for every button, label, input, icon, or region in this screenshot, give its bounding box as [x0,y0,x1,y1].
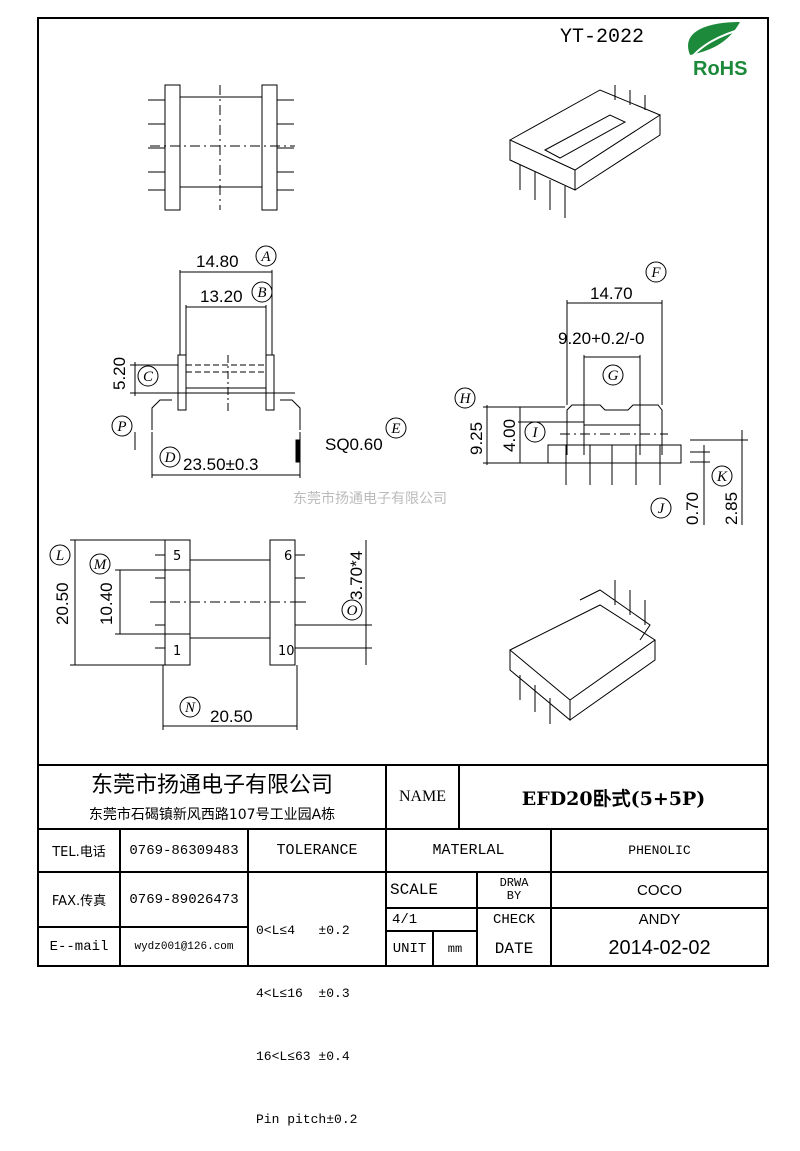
check-value: ANDY [638,911,681,928]
svg-text:M: M [93,557,108,573]
dimension-g: 9.20+0.2/-0 [558,329,645,348]
drawn-by-value: COCO [637,881,682,899]
check-label: CHECK [492,911,535,928]
dimension-f: 14.70 [590,284,633,303]
tolerance-row: 16<L≤63 ±0.4 [256,1049,350,1064]
dimension-k: 2.85 [722,492,741,525]
tolerance-row: Pin pitch±0.2 [256,1112,358,1127]
svg-text:A: A [260,249,271,265]
company-address: 东莞市石碣镇新风西路107号工业园A栋 [88,807,336,823]
pin-number-6: 6 [284,549,292,564]
drawing-sheet: YT-2022 RoHS 14.80 [37,17,769,967]
date-label: DATE [494,939,534,958]
dimension-e: SQ0.60 [325,435,383,454]
callout-labels [49,245,733,718]
dimension-n: 20.50 [210,707,253,726]
svg-text:G: G [608,368,619,384]
dimension-i: 4.00 [500,419,519,452]
watermark: 东莞市扬通电子有限公司 [293,490,447,507]
unit-label: UNIT [392,940,427,957]
callout-letters: A B C D E F G H I J K L M N O P [55,249,728,716]
rohs-logo: RoHS [687,22,747,80]
top-view-drawing [148,84,295,211]
svg-text:K: K [716,469,728,485]
drawn-by-label: DRWA BY [499,876,529,903]
dimension-b: 13.20 [200,287,243,306]
material-value: PHENOLIC [628,843,691,858]
svg-text:E: E [390,421,400,437]
dimension-d: 23.50±0.3 [183,455,259,474]
fax-label: FAX.传真 [51,894,107,909]
tolerance-table: 0<L≤4 ±0.2 4<L≤16 ±0.3 16<L≤63 ±0.4 Pin … [256,878,386,1151]
isometric-view-top [508,85,662,218]
part-name: EFD20卧式(5+5P) [521,787,706,810]
svg-text:F: F [650,265,661,281]
title-block-grid [38,764,768,966]
svg-text:J: J [658,501,666,517]
unit-value: mm [447,941,463,956]
scale-value: 4/1 [392,911,418,928]
email-value: wydz001@126.com [134,940,234,953]
svg-text:D: D [164,450,176,466]
pin-number-1: 1 [173,644,181,659]
isometric-view-bottom [509,580,656,724]
dimension-o: 3.70*4 [347,551,366,600]
svg-text:P: P [116,419,126,435]
tel-label: TEL.电话 [52,845,106,860]
company-name: 东莞市扬通电子有限公司 [90,773,333,798]
dimension-h: 9.25 [467,422,486,455]
pin-number-10: 10 [278,644,295,659]
dimension-a: 14.80 [196,252,239,271]
dimension-l: 20.50 [53,582,72,625]
svg-text:C: C [143,369,154,385]
tel-value: 0769-86309483 [129,842,239,859]
tolerance-row: 0<L≤4 ±0.2 [256,923,350,938]
svg-text:O: O [347,603,358,619]
svg-text:N: N [184,700,196,716]
model-code: YT-2022 [560,26,644,49]
sheet-border [37,17,769,967]
tolerance-label: TOLERANCE [276,842,358,859]
side-view-drawing [130,270,301,478]
tolerance-row: 4<L≤16 ±0.3 [256,986,350,1001]
svg-text:I: I [532,425,539,441]
scale-label: SCALE [390,881,439,899]
bottom-view-drawing [70,539,372,730]
dimension-c: 5.20 [110,357,129,390]
pin-number-5: 5 [173,549,181,564]
fax-value: 0769-89026473 [129,891,239,908]
email-label: E--mail [49,938,109,955]
dimension-j: 0.70 [683,492,702,525]
date-value: 2014-02-02 [608,937,711,959]
svg-text:B: B [257,285,266,301]
dimension-m: 10.40 [97,582,116,625]
name-label: NAME [398,788,447,805]
svg-text:H: H [459,391,472,407]
svg-text:L: L [55,548,64,564]
front-view-drawing [483,300,748,525]
svg-text:RoHS: RoHS [693,58,747,80]
material-label: MATERLAL [432,842,505,859]
